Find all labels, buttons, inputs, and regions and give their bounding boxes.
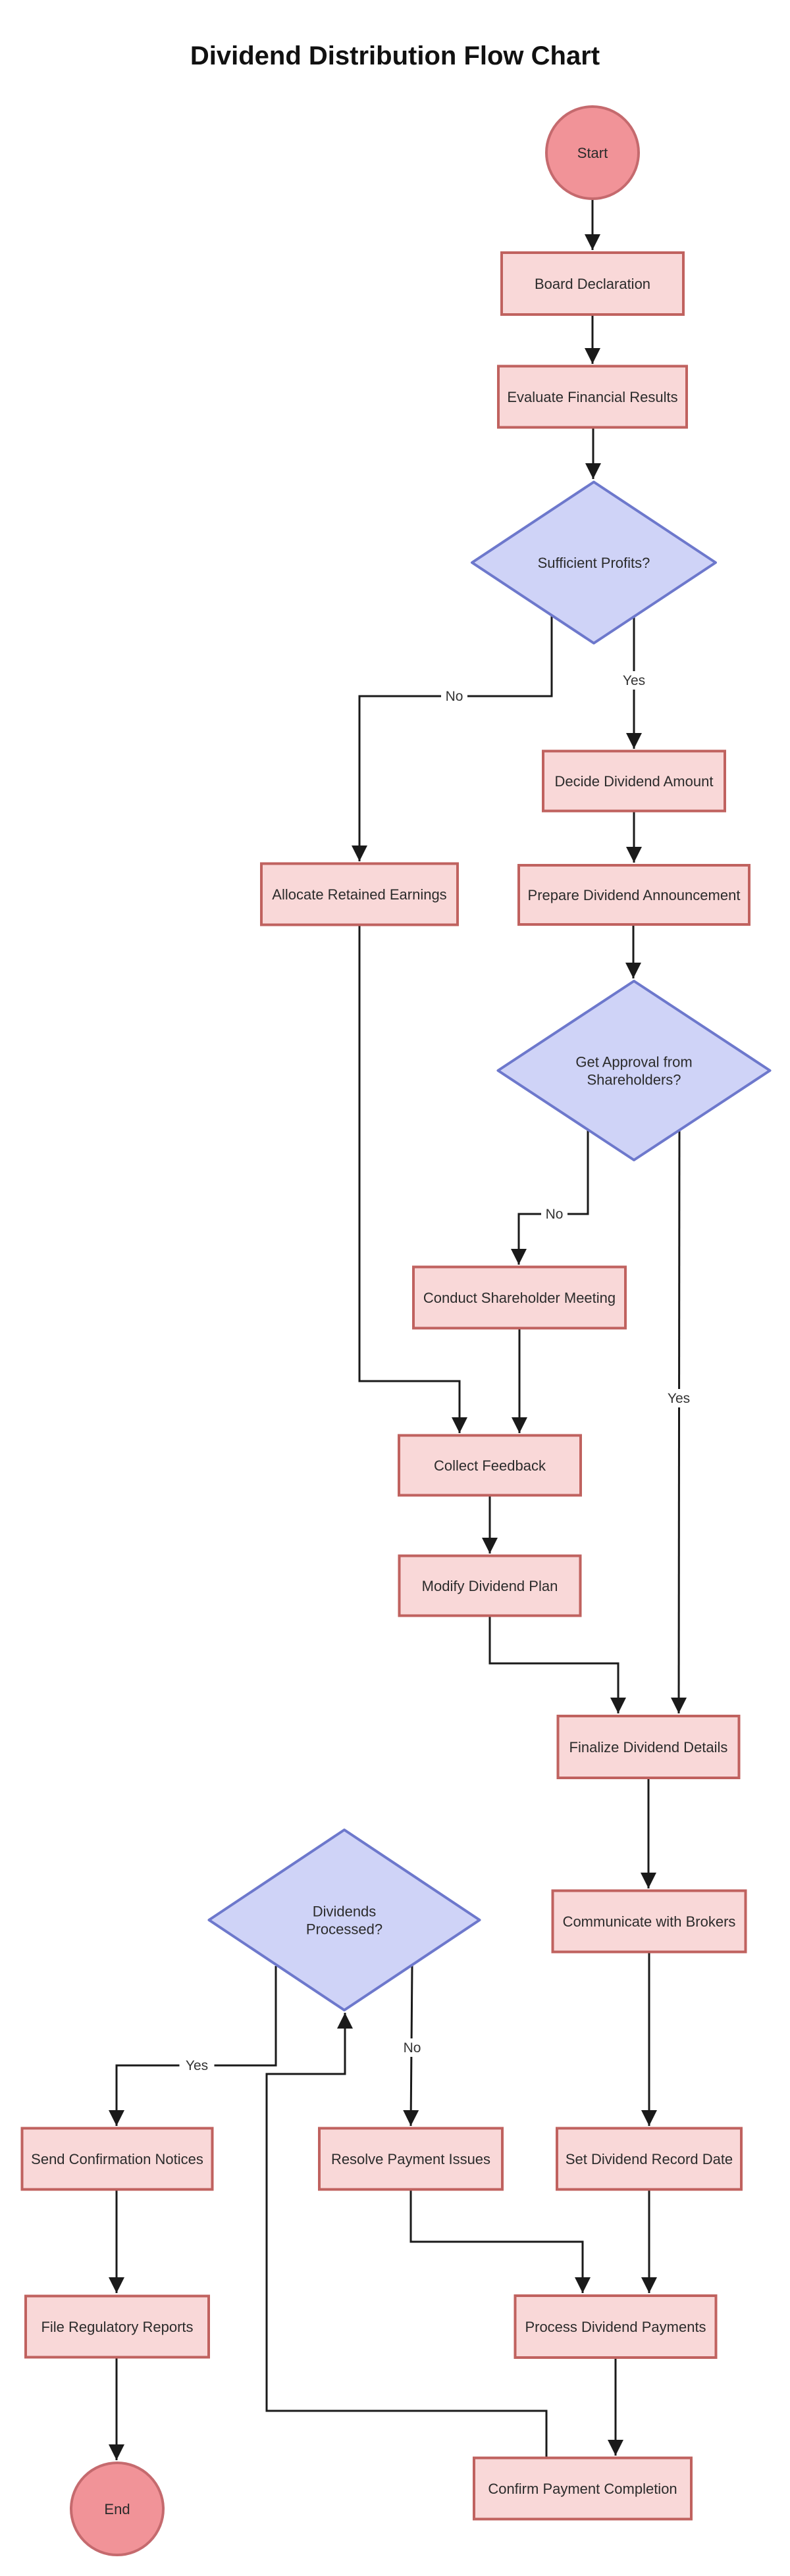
edge-label-text: No	[546, 1207, 564, 1222]
edge-label-background	[661, 1389, 697, 1407]
end-node[interactable]: End	[70, 2462, 165, 2556]
file-regulatory-reports-node[interactable]: File Regulatory Reports	[24, 2294, 210, 2359]
modify-dividend-plan-node[interactable]: Modify Dividend Plan	[398, 1554, 582, 1617]
edge-label-background	[399, 2038, 425, 2057]
connector-line	[409, 2190, 591, 2293]
prepare-dividend-announcement-node[interactable]: Prepare Dividend Announcement	[517, 864, 750, 926]
get-approval-yes-label: Yes	[661, 1389, 697, 1407]
node-label: Resolve Payment Issues	[331, 2151, 490, 2167]
conduct-shareholder-meeting-shape[interactable]	[412, 1265, 627, 1330]
finalize-dividend-details-node[interactable]: Finalize Dividend Details	[556, 1715, 741, 1779]
get-approval-from-shareholders-shape[interactable]	[496, 980, 772, 1161]
process-dividend-payments-node[interactable]: Process Dividend Payments	[514, 2294, 718, 2359]
collect-feedback-node[interactable]: Collect Feedback	[398, 1434, 582, 1497]
node-label: Dividends	[313, 1904, 377, 1920]
node-label: Collect Feedback	[434, 1457, 546, 1474]
allocate-to-collect-edge	[358, 925, 467, 1433]
page-title: Dividend Distribution Flow Chart	[190, 41, 600, 70]
node-label: Set Dividend Record Date	[566, 2151, 733, 2167]
connector-line	[358, 925, 467, 1433]
send-confirmation-notices-node[interactable]: Send Confirmation Notices	[20, 2127, 214, 2191]
prepare-dividend-announcement-shape[interactable]	[517, 864, 750, 926]
start-node[interactable]: Start	[545, 105, 640, 200]
communicate-with-brokers-node[interactable]: Communicate with Brokers	[551, 1889, 747, 1954]
node-label: Decide Dividend Amount	[555, 773, 714, 790]
set-dividend-record-date-shape[interactable]	[556, 2127, 743, 2191]
sufficient-profits-shape[interactable]	[471, 480, 717, 645]
conduct-shareholder-meeting-node[interactable]: Conduct Shareholder Meeting	[412, 1265, 627, 1330]
node-label: File Regulatory Reports	[41, 2319, 193, 2335]
node-label: Confirm Payment Completion	[488, 2481, 677, 2497]
evaluate-financial-results-shape[interactable]	[497, 365, 688, 429]
set-dividend-record-date-node[interactable]: Set Dividend Record Date	[556, 2127, 743, 2191]
communicate-with-brokers-shape[interactable]	[551, 1889, 747, 1954]
edge-label-text: No	[404, 2040, 421, 2056]
dividends-processed-yes-label: Yes	[179, 2056, 215, 2075]
node-label: Communicate with Brokers	[563, 1913, 736, 1930]
connector-line	[488, 1616, 626, 1713]
connector-line	[265, 2013, 548, 2458]
sufficient-profits-yes-label: Yes	[616, 671, 652, 690]
edge-label-text: Yes	[623, 673, 645, 688]
dividends-processed-shape[interactable]	[207, 1829, 481, 2011]
node-label: Send Confirmation Notices	[31, 2151, 203, 2167]
decide-dividend-amount-shape[interactable]	[542, 749, 726, 813]
edge-label-background	[179, 2056, 215, 2075]
sufficient-profits-no-label: No	[441, 687, 467, 705]
edge-label-background	[616, 671, 652, 690]
node-label: Modify Dividend Plan	[422, 1578, 558, 1594]
edge-label-background	[541, 1205, 567, 1223]
confirm-payment-completion-node[interactable]: Confirm Payment Completion	[473, 2456, 693, 2521]
finalize-dividend-details-shape[interactable]	[556, 1715, 741, 1779]
start-shape[interactable]	[545, 105, 640, 200]
board-declaration-node[interactable]: Board Declaration	[500, 251, 685, 316]
get-approval-no-label: No	[541, 1205, 567, 1223]
resolve-payment-issues-shape[interactable]	[318, 2127, 504, 2191]
allocate-retained-earnings-shape[interactable]	[260, 862, 459, 926]
node-label: Conduct Shareholder Meeting	[423, 1290, 616, 1306]
node-label: End	[104, 2501, 130, 2517]
decide-dividend-amount-node[interactable]: Decide Dividend Amount	[542, 749, 726, 813]
edge-label-text: No	[446, 689, 463, 704]
node-label: Get Approval from	[575, 1054, 692, 1071]
edge-label-text: Yes	[186, 2058, 208, 2073]
modify-dividend-plan-shape[interactable]	[398, 1554, 582, 1617]
node-label: Start	[577, 145, 608, 161]
board-declaration-shape[interactable]	[500, 251, 685, 316]
modify-to-finalize-edge	[488, 1616, 626, 1713]
node-label: Allocate Retained Earnings	[272, 886, 446, 903]
node-label: Processed?	[306, 1921, 382, 1938]
dividends-processed-no-label: No	[399, 2038, 425, 2057]
resolve-to-process-edge	[409, 2190, 591, 2293]
file-regulatory-reports-shape[interactable]	[24, 2294, 210, 2359]
send-confirmation-notices-shape[interactable]	[20, 2127, 214, 2191]
node-label: Board Declaration	[535, 276, 650, 292]
node-label: Finalize Dividend Details	[569, 1739, 728, 1755]
confirm-payment-completion-shape[interactable]	[473, 2456, 693, 2521]
resolve-payment-issues-node[interactable]: Resolve Payment Issues	[318, 2127, 504, 2191]
evaluate-financial-results-node[interactable]: Evaluate Financial Results	[497, 365, 688, 429]
edge-label-background	[441, 687, 467, 705]
sufficient-profits-node[interactable]: Sufficient Profits?	[471, 480, 717, 645]
edge-label-text: Yes	[668, 1391, 690, 1406]
confirm-to-dividends-processed-edge	[265, 2013, 548, 2458]
node-label: Evaluate Financial Results	[507, 389, 677, 405]
node-label: Prepare Dividend Announcement	[528, 887, 741, 903]
allocate-retained-earnings-node[interactable]: Allocate Retained Earnings	[260, 862, 459, 926]
process-dividend-payments-shape[interactable]	[514, 2294, 718, 2359]
node-label: Process Dividend Payments	[525, 2319, 706, 2335]
end-shape[interactable]	[70, 2462, 165, 2556]
node-label: Shareholders?	[587, 1072, 681, 1088]
edges-layer	[109, 199, 687, 2460]
node-label: Sufficient Profits?	[538, 555, 650, 571]
collect-feedback-shape[interactable]	[398, 1434, 582, 1497]
